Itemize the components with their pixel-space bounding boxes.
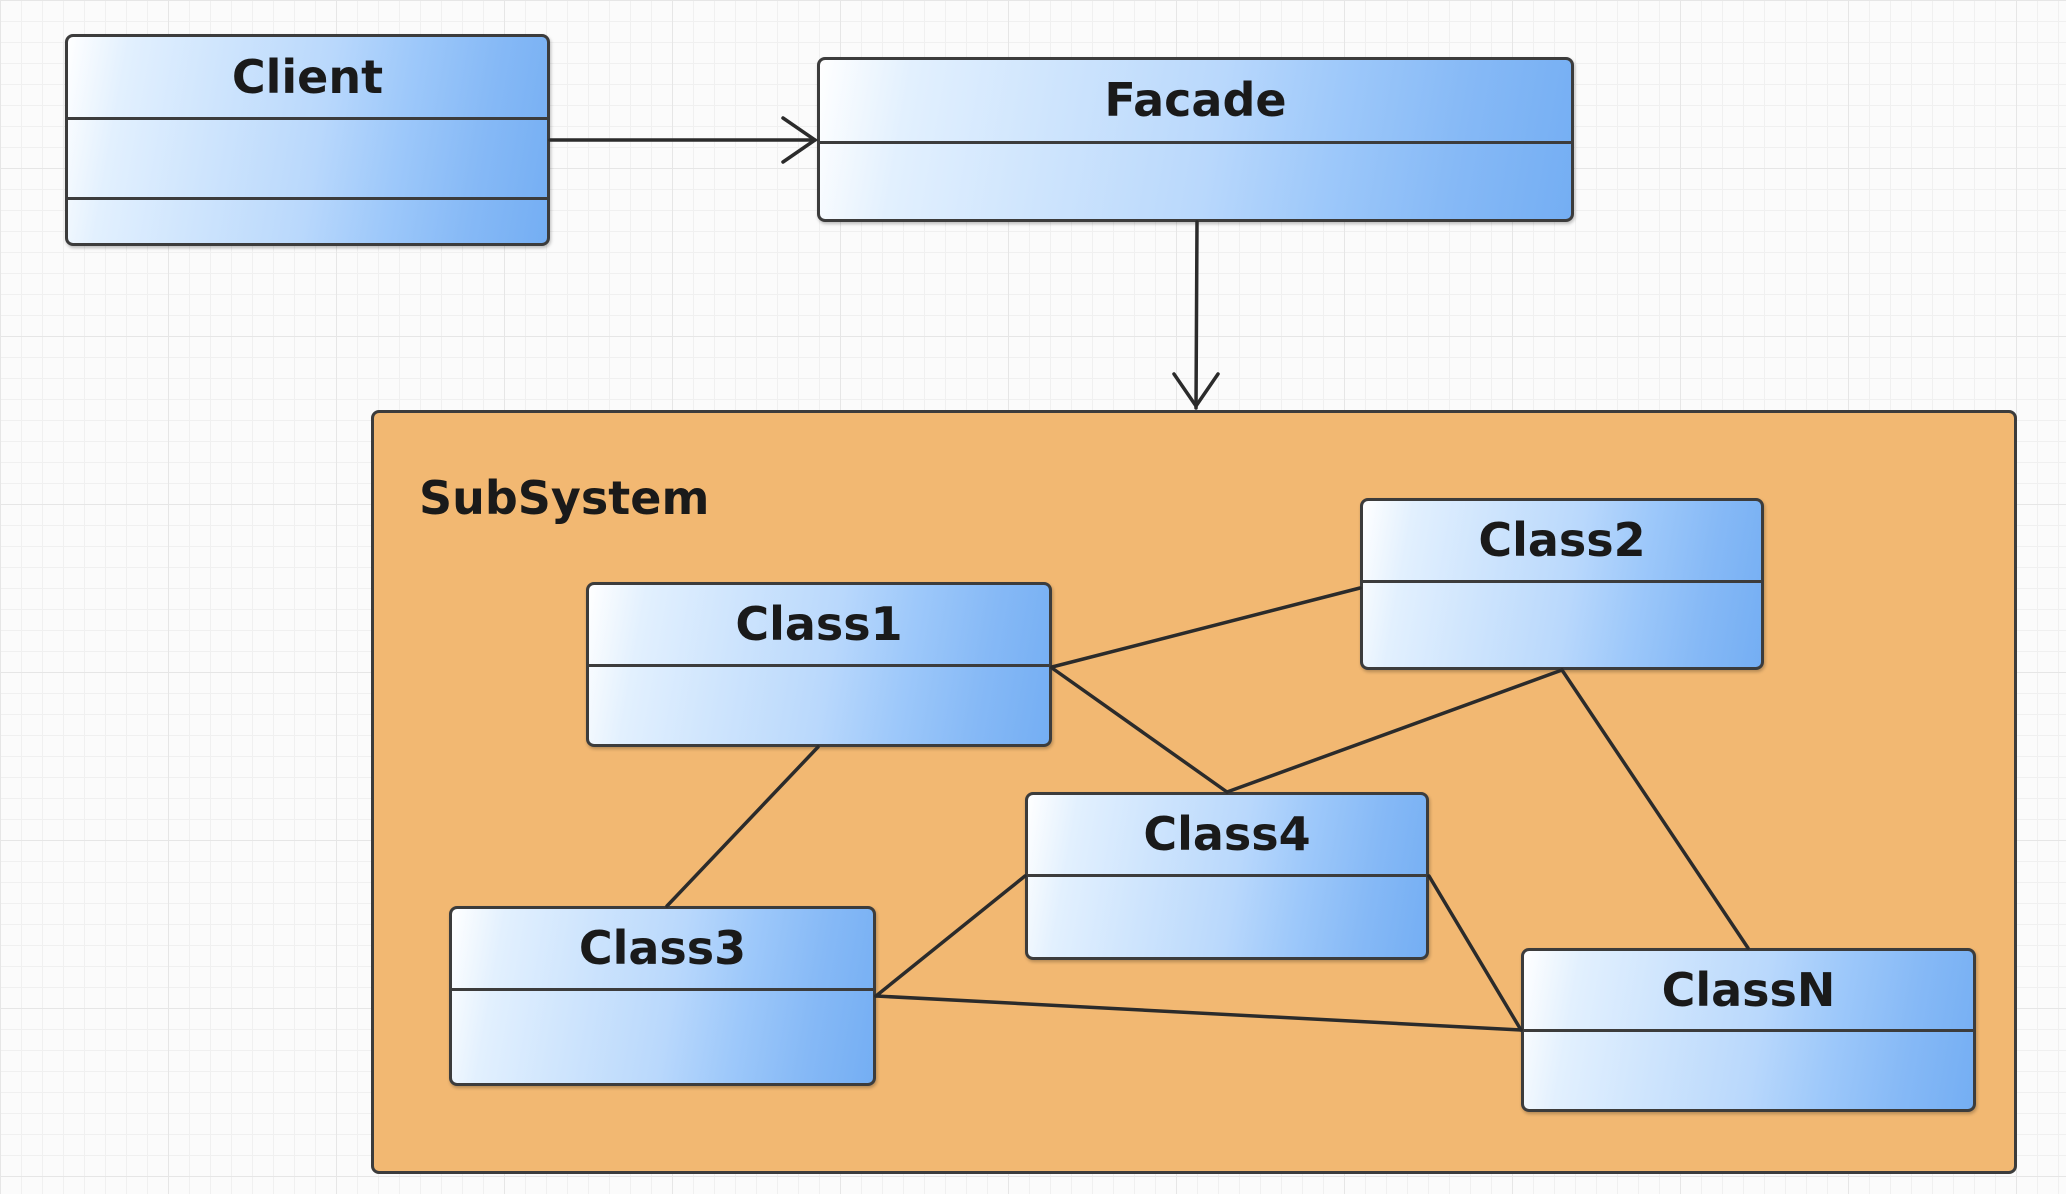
classN-body-compartment <box>1524 1032 1973 1109</box>
class1-name: Class1 <box>589 585 1049 667</box>
class4-name: Class4 <box>1028 795 1426 877</box>
class2-box[interactable]: Class2 <box>1360 498 1764 670</box>
class3-body-compartment <box>452 991 873 1083</box>
class2-name: Class2 <box>1363 501 1761 583</box>
class4-body-compartment <box>1028 877 1426 957</box>
facade-to-subsystem-arrowhead <box>1172 372 1220 410</box>
facade-class[interactable]: Facade <box>817 57 1574 222</box>
client-methods-compartment <box>68 200 547 243</box>
facade-class-name: Facade <box>820 60 1571 144</box>
client-to-facade-arrowhead <box>781 116 819 164</box>
facade-to-subsystem-line <box>1194 220 1199 410</box>
client-class[interactable]: Client <box>65 34 550 246</box>
subsystem-label: SubSystem <box>419 471 710 525</box>
facade-body-compartment <box>820 144 1571 219</box>
client-attributes-compartment <box>68 120 547 200</box>
class3-box[interactable]: Class3 <box>449 906 876 1086</box>
class2-body-compartment <box>1363 583 1761 667</box>
class3-name: Class3 <box>452 909 873 991</box>
classN-box[interactable]: ClassN <box>1521 948 1976 1112</box>
class1-box[interactable]: Class1 <box>586 582 1052 747</box>
class4-box[interactable]: Class4 <box>1025 792 1429 960</box>
classN-name: ClassN <box>1524 951 1973 1032</box>
client-class-name: Client <box>68 37 547 120</box>
class1-body-compartment <box>589 667 1049 744</box>
